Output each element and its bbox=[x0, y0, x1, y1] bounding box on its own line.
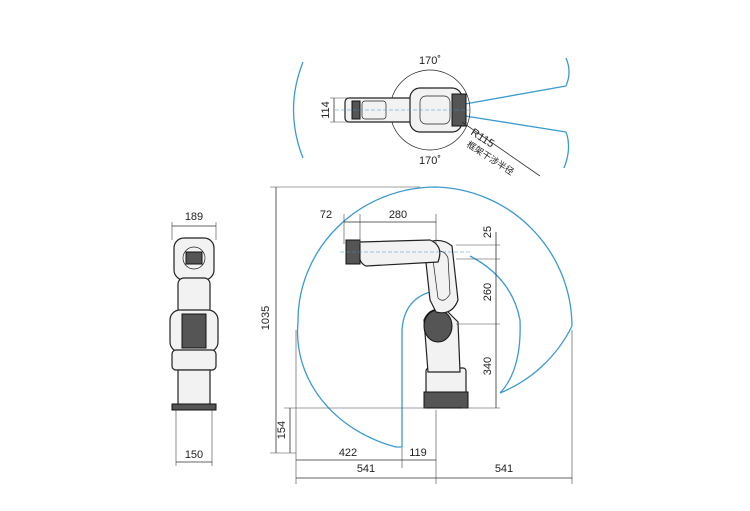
side-upper-arm bbox=[177, 277, 211, 315]
side-head-flange bbox=[185, 251, 203, 265]
top-reach-arc-right-upper bbox=[565, 57, 570, 87]
top-envelope-line-lower bbox=[464, 115, 567, 133]
side-shoulder bbox=[171, 349, 217, 371]
r115-leader-line bbox=[461, 121, 541, 177]
dim-422-label: 422 bbox=[339, 447, 357, 459]
main-forearm bbox=[358, 239, 441, 267]
angle-bottom-label: 170˚ bbox=[419, 155, 441, 167]
dim-541-left-label: 541 bbox=[357, 463, 375, 475]
dim-280-label: 280 bbox=[389, 209, 407, 221]
dim-260-label: 260 bbox=[482, 283, 494, 301]
dim-119-label: 119 bbox=[409, 447, 427, 459]
dim-154-label: 154 bbox=[276, 421, 288, 439]
side-elbow-joint bbox=[181, 313, 207, 349]
angle-top-label: 170˚ bbox=[419, 55, 441, 67]
dim-150-label: 150 bbox=[185, 449, 203, 461]
main-base-plate bbox=[423, 391, 469, 409]
top-envelope-line-upper bbox=[464, 85, 567, 105]
dim-114-label: 114 bbox=[320, 101, 332, 119]
main-reach-envelope bbox=[296, 186, 573, 448]
top-reach-arc-right-lower bbox=[563, 131, 570, 169]
dim-25-label: 25 bbox=[482, 226, 494, 238]
dim-340-label: 340 bbox=[482, 357, 494, 375]
dim-541-right-label: 541 bbox=[495, 463, 513, 475]
side-base bbox=[177, 369, 211, 409]
top-reach-arc-left bbox=[292, 61, 304, 159]
dim-72-label: 72 bbox=[320, 209, 332, 221]
side-base-plate bbox=[171, 403, 217, 411]
dim-1035-label: 1035 bbox=[260, 306, 272, 330]
top-view: 114 170˚ 170˚ R115 框架干涉半径 bbox=[292, 55, 570, 178]
main-view: 1035 72 280 25 260 340 154 bbox=[260, 186, 573, 484]
main-elbow-joint bbox=[423, 309, 453, 343]
side-view: 189 150 bbox=[169, 211, 219, 466]
side-head-circle bbox=[182, 246, 206, 270]
dim-189-label: 189 bbox=[185, 211, 203, 223]
